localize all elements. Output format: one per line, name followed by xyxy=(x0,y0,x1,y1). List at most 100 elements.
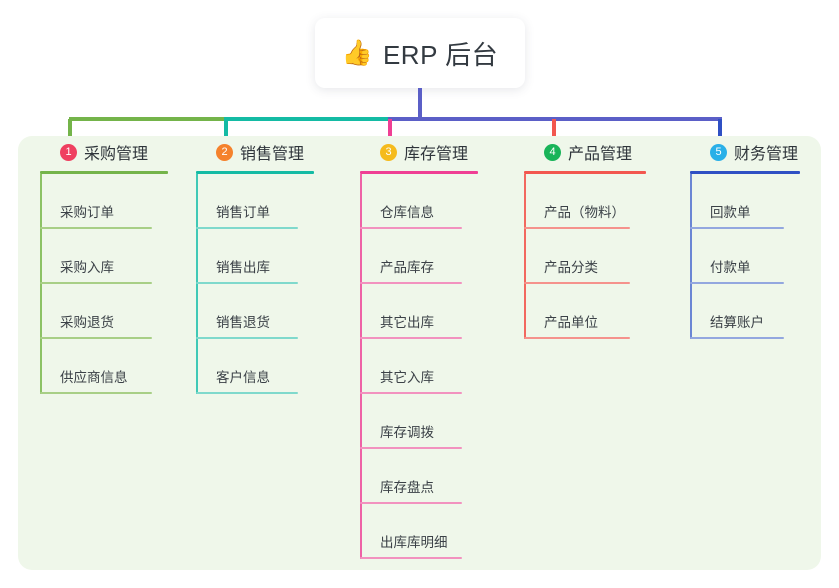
root-node[interactable]: 👍 ERP 后台 xyxy=(315,18,525,88)
branch-spine-5 xyxy=(690,174,692,339)
branch-header-1[interactable]: 1 采购管理 xyxy=(40,136,168,168)
branch-spine-2 xyxy=(196,174,198,394)
leaf-item[interactable]: 付款单 xyxy=(690,229,800,284)
leaf-item[interactable]: 供应商信息 xyxy=(40,339,168,394)
leaf-item[interactable]: 回款单 xyxy=(690,174,800,229)
branch-items-5: 回款单付款单结算账户 xyxy=(690,174,800,339)
branch-badge-5: 5 xyxy=(710,143,727,161)
leaf-underline xyxy=(690,337,784,339)
leaf-label: 产品分类 xyxy=(544,260,598,275)
branch-header-5[interactable]: 5 财务管理 xyxy=(690,136,800,168)
leaf-underline xyxy=(40,282,152,284)
branch-title-4: 产品管理 xyxy=(568,146,633,163)
leaf-label: 采购入库 xyxy=(60,260,114,275)
leaf-underline xyxy=(690,282,784,284)
leaf-item[interactable]: 结算账户 xyxy=(690,284,800,339)
branch-title-1: 采购管理 xyxy=(84,146,149,163)
leaf-item[interactable]: 仓库信息 xyxy=(360,174,478,229)
leaf-underline xyxy=(40,227,152,229)
leaf-item[interactable]: 销售出库 xyxy=(196,229,314,284)
leaf-item[interactable]: 产品分类 xyxy=(524,229,646,284)
leaf-label: 供应商信息 xyxy=(60,370,128,385)
leaf-item[interactable]: 采购入库 xyxy=(40,229,168,284)
leaf-item[interactable]: 产品库存 xyxy=(360,229,478,284)
branch-badge-1: 1 xyxy=(60,143,77,161)
branch-underline-2 xyxy=(196,171,314,174)
branch-badge-3: 3 xyxy=(380,143,397,161)
leaf-item[interactable]: 产品单位 xyxy=(524,284,646,339)
branch-items-3: 仓库信息产品库存其它出库其它入库库存调拨库存盘点出库库明细 xyxy=(360,174,478,559)
leaf-item[interactable]: 库存调拨 xyxy=(360,394,478,449)
diagram-panel xyxy=(18,136,821,570)
leaf-label: 库存盘点 xyxy=(380,480,434,495)
leaf-underline xyxy=(360,447,462,449)
branch-header-2[interactable]: 2 销售管理 xyxy=(196,136,314,168)
leaf-label: 结算账户 xyxy=(710,315,764,330)
leaf-item[interactable]: 销售订单 xyxy=(196,174,314,229)
branch-underline-3 xyxy=(360,171,478,174)
branch-underline-4 xyxy=(524,171,646,174)
thumbs-up-icon: 👍 xyxy=(341,38,373,67)
branch-title-5: 财务管理 xyxy=(734,146,799,163)
leaf-label: 其它出库 xyxy=(380,315,434,330)
leaf-label: 销售订单 xyxy=(216,205,270,220)
leaf-label: 付款单 xyxy=(710,260,751,275)
branch-underline-5 xyxy=(690,171,800,174)
leaf-label: 销售退货 xyxy=(216,315,270,330)
leaf-label: 采购退货 xyxy=(60,315,114,330)
branch-underline-1 xyxy=(40,171,168,174)
leaf-label: 客户信息 xyxy=(216,370,270,385)
leaf-underline xyxy=(40,392,152,394)
branch-badge-4: 4 xyxy=(544,143,561,161)
leaf-underline xyxy=(524,282,630,284)
branch-items-1: 采购订单采购入库采购退货供应商信息 xyxy=(40,174,168,394)
root-title: ERP 后台 xyxy=(382,39,499,70)
leaf-underline xyxy=(524,227,630,229)
leaf-underline xyxy=(360,557,462,559)
leaf-label: 出库库明细 xyxy=(380,535,448,550)
leaf-underline xyxy=(360,282,462,284)
branch-badge-2: 2 xyxy=(216,143,233,161)
leaf-label: 采购订单 xyxy=(60,205,114,220)
branch-header-4[interactable]: 4 产品管理 xyxy=(524,136,646,168)
branch-column-2: 2 销售管理销售订单销售出库销售退货客户信息 xyxy=(196,136,314,394)
leaf-underline xyxy=(196,227,298,229)
leaf-label: 产品库存 xyxy=(380,260,434,275)
branch-title-2: 销售管理 xyxy=(240,146,305,163)
leaf-underline xyxy=(360,502,462,504)
leaf-item[interactable]: 其它入库 xyxy=(360,339,478,394)
leaf-label: 仓库信息 xyxy=(380,205,434,220)
leaf-underline xyxy=(196,337,298,339)
leaf-underline xyxy=(360,227,462,229)
leaf-label: 销售出库 xyxy=(216,260,270,275)
leaf-item[interactable]: 客户信息 xyxy=(196,339,314,394)
leaf-underline xyxy=(360,392,462,394)
leaf-label: 产品（物料） xyxy=(544,205,625,220)
leaf-item[interactable]: 其它出库 xyxy=(360,284,478,339)
leaf-underline xyxy=(40,337,152,339)
leaf-underline xyxy=(196,392,298,394)
leaf-label: 库存调拨 xyxy=(380,425,434,440)
leaf-item[interactable]: 出库库明细 xyxy=(360,504,478,559)
branch-column-5: 5 财务管理回款单付款单结算账户 xyxy=(690,136,800,339)
leaf-underline xyxy=(196,282,298,284)
leaf-item[interactable]: 产品（物料） xyxy=(524,174,646,229)
leaf-item[interactable]: 库存盘点 xyxy=(360,449,478,504)
branch-columns: 1 采购管理采购订单采购入库采购退货供应商信息 2 销售管理销售订单销售出库销售退货客… xyxy=(18,136,821,570)
leaf-item[interactable]: 采购订单 xyxy=(40,174,168,229)
leaf-item[interactable]: 销售退货 xyxy=(196,284,314,339)
branch-column-4: 4 产品管理产品（物料） 产品分类产品单位 xyxy=(524,136,646,339)
branch-spine-1 xyxy=(40,174,42,394)
branch-column-1: 1 采购管理采购订单采购入库采购退货供应商信息 xyxy=(40,136,168,394)
leaf-label: 回款单 xyxy=(710,205,751,220)
branch-spine-3 xyxy=(360,174,362,559)
leaf-underline xyxy=(360,337,462,339)
leaf-label: 产品单位 xyxy=(544,315,598,330)
branch-items-4: 产品（物料） 产品分类产品单位 xyxy=(524,174,646,339)
leaf-item[interactable]: 采购退货 xyxy=(40,284,168,339)
leaf-label: 其它入库 xyxy=(380,370,434,385)
leaf-underline xyxy=(690,227,784,229)
